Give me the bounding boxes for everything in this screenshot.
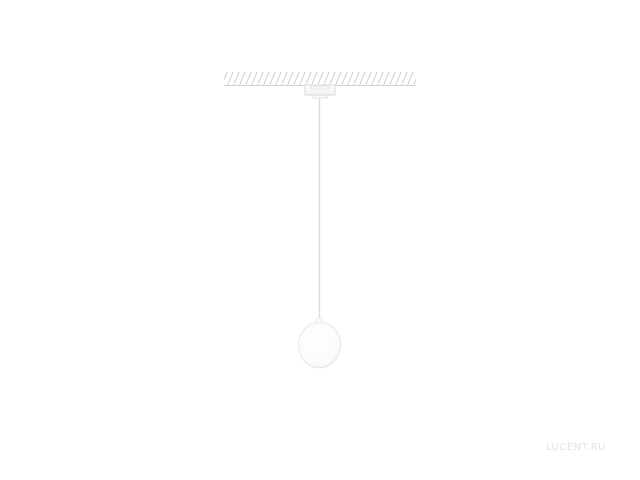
brand-watermark: LUCENT.RU <box>545 442 606 453</box>
globe-shade <box>298 317 341 369</box>
ceiling <box>224 72 416 86</box>
ceiling-mount <box>304 84 336 99</box>
